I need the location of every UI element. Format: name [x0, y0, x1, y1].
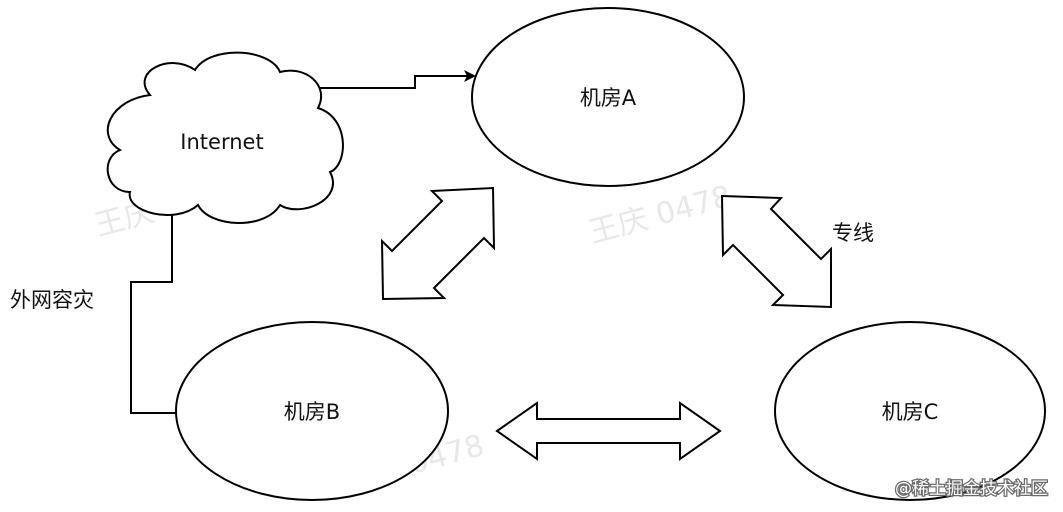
room-a-node: 机房A — [471, 7, 745, 187]
platform-credit: @稀土掘金技术社区 — [895, 479, 1048, 499]
room-b-label: 机房B — [284, 400, 340, 424]
room-b-node: 机房B — [175, 321, 449, 501]
room-b-room-c-link-arrow — [495, 401, 722, 461]
internet-to-room-a-connector — [287, 70, 476, 89]
room-b-to-internet-connector — [130, 198, 180, 414]
room-a-room-c-link-arrow — [720, 194, 832, 309]
internet-cloud: Internet — [106, 51, 344, 224]
external-dr-label: 外网容灾 — [10, 288, 94, 312]
room-a-label: 机房A — [580, 86, 637, 110]
watermark-2: 王庆 0478 — [585, 179, 735, 251]
internet-label: Internet — [180, 130, 263, 154]
room-c-node: 机房C — [774, 321, 1046, 501]
dedicated-line-label: 专线 — [832, 221, 874, 245]
room-c-label: 机房C — [882, 400, 939, 424]
room-a-room-b-link-arrow — [380, 186, 496, 301]
